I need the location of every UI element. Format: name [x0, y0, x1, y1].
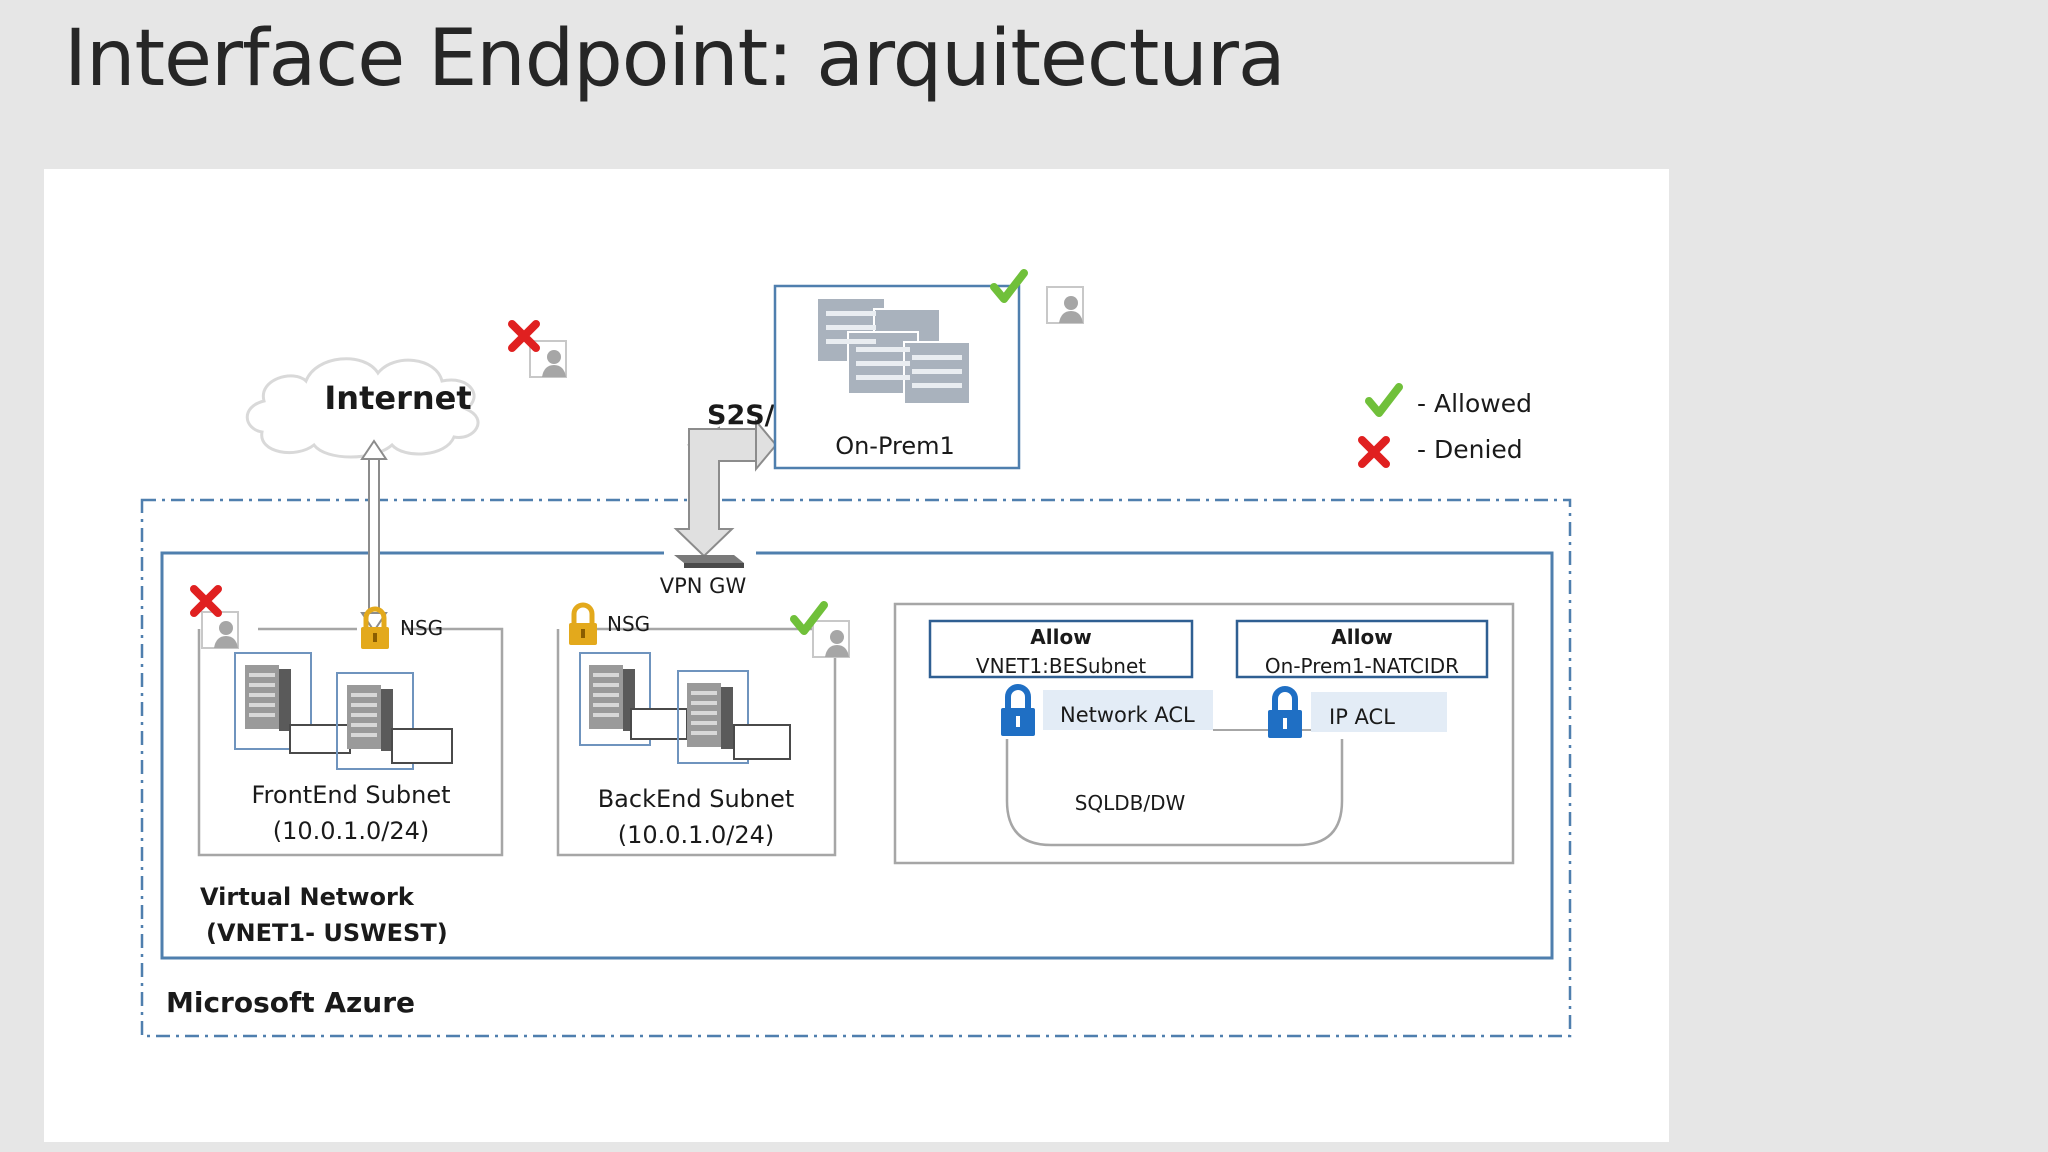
frontend-user-icon: [201, 611, 239, 649]
sqldb-connector: [1005, 739, 1344, 847]
onprem-user-icon: [1046, 286, 1084, 324]
internet-cloud: Internet: [245, 357, 480, 459]
vnet-region: (VNET1- USWEST): [206, 919, 448, 947]
legend-check-icon: [1369, 387, 1399, 413]
backend-nsg-lock-icon: [569, 605, 597, 645]
diagram-panel: Internet S2S/ER VPN GW On-Prem1: [44, 169, 1669, 1142]
allow-vnet-box: [928, 619, 1194, 679]
slide-title: Interface Endpoint: arquitectura: [64, 14, 1286, 104]
frontend-subnet: [197, 627, 504, 857]
frontend-subnet-cidr: (10.0.1.0/24): [273, 817, 430, 845]
azure-boundary: [140, 498, 1572, 1038]
onprem-label: On-Prem1: [835, 432, 955, 460]
backend-subnet: [556, 627, 837, 857]
vnet-name: Virtual Network: [200, 883, 415, 911]
s2s-arrow: [673, 418, 778, 558]
legend-denied: - Denied: [1417, 435, 1523, 464]
legend-cross-icon: [1362, 440, 1386, 464]
legend-allowed: - Allowed: [1417, 389, 1532, 418]
vpn-gw-label: VPN GW: [660, 574, 747, 598]
frontend-subnet-name: FrontEnd Subnet: [251, 781, 450, 809]
backend-subnet-cidr: (10.0.1.0/24): [618, 821, 775, 849]
allow-onprem-value: On-Prem1-NATCIDR: [1265, 654, 1459, 678]
internet-denied-icon: [512, 324, 536, 348]
backend-user-icon: [812, 620, 850, 658]
onprem-servers-icon: [818, 299, 971, 405]
network-acl-label: Network ACL: [1060, 703, 1195, 727]
architecture-diagram: Internet S2S/ER VPN GW On-Prem1: [140, 169, 1572, 1038]
azure-label: Microsoft Azure: [166, 986, 415, 1019]
allow-vnet-title: Allow: [1030, 625, 1091, 649]
allow-onprem-box: [1235, 619, 1489, 679]
ip-acl-bg: [1311, 692, 1447, 732]
vpn-gateway-icon: [674, 555, 744, 568]
sqldb-label: SQLDB/DW: [1075, 791, 1186, 815]
ip-acl-label: IP ACL: [1329, 705, 1395, 729]
internet-link-arrow: [360, 439, 388, 633]
network-acl-bg: [1043, 690, 1213, 730]
backend-nsg-label: NSG: [607, 612, 650, 636]
frontend-denied-icon: [194, 589, 218, 613]
internet-label: Internet: [324, 379, 471, 417]
backend-subnet-name: BackEnd Subnet: [598, 785, 795, 813]
vnet-boundary: [160, 551, 1554, 960]
allow-onprem-title: Allow: [1331, 625, 1392, 649]
allow-vnet-value: VNET1:BESubnet: [976, 654, 1146, 678]
frontend-nsg-label: NSG: [400, 616, 443, 640]
